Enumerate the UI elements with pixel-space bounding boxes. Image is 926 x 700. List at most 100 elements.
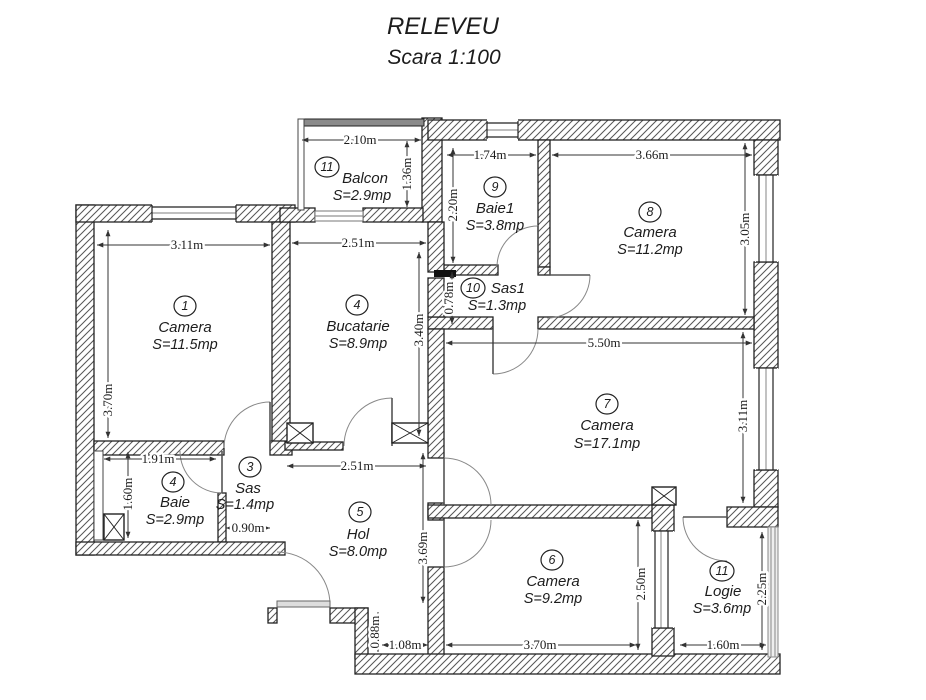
door-baie1 (496, 225, 539, 268)
svg-text:1.08m: 1.08m (389, 637, 422, 652)
shaft-box-bucatarie-left (286, 422, 314, 444)
svg-text:Camera: Camera (580, 417, 633, 434)
svg-text:2.51m: 2.51m (341, 458, 374, 473)
room-label-logie: 11 Logie S=3.6mp (693, 560, 751, 617)
svg-text:S=3.6mp: S=3.6mp (693, 601, 751, 617)
drawing-title: RELEVEU (387, 13, 500, 40)
svg-text:3.40m: 3.40m (411, 314, 426, 347)
svg-text:Hol: Hol (347, 526, 370, 543)
svg-text:S=17.1mp: S=17.1mp (574, 436, 641, 452)
walls (75, 117, 781, 675)
threshold-sas1 (434, 270, 456, 277)
svg-text:S=1.3mp: S=1.3mp (468, 298, 526, 314)
shaft-box-bucatarie-right (391, 422, 429, 444)
door-bucatarie (343, 397, 393, 447)
dim-camera8-height: 3.05m (735, 143, 755, 315)
wall-sas1-camera8-pier (537, 266, 551, 276)
wall-baie-lining (93, 450, 104, 541)
dim-baie1-width: 1.74m (447, 145, 536, 165)
wall-exterior-right-upper (753, 139, 779, 176)
balcon-parapet-left (297, 118, 305, 211)
svg-text:3.70m: 3.70m (524, 637, 557, 652)
room-label-baie: 4 Baie S=2.9mp (146, 471, 204, 528)
dim-bucatarie-height: 3.40m (409, 252, 429, 436)
svg-text:9: 9 (492, 180, 499, 194)
wall-camera8-camera7 (537, 316, 755, 330)
door-hol-camera6 (443, 519, 492, 568)
window-camera1-top (151, 204, 237, 223)
svg-text:11: 11 (716, 564, 729, 578)
svg-text:1.60m: 1.60m (120, 478, 135, 511)
dim-step-width: 1.08m (382, 635, 428, 655)
svg-text:3.69m: 3.69m (415, 532, 430, 565)
wall-sas1-camera7-left (427, 316, 494, 330)
svg-text:0.78m: 0.78m (441, 282, 456, 315)
svg-text:5: 5 (357, 505, 364, 519)
door-frame-balcon (314, 210, 364, 222)
dim-sas-width: 0.90m (226, 518, 270, 538)
svg-text:S=2.9mp: S=2.9mp (333, 188, 391, 204)
doors (179, 225, 728, 608)
room-label-baie1: 9 Baie1 S=3.8mp (466, 176, 524, 234)
svg-text:0.90m: 0.90m (232, 520, 265, 535)
wall-camera6-logie-lower (651, 627, 675, 657)
door-baie (179, 450, 223, 494)
svg-text:4: 4 (170, 475, 177, 489)
wall-camera7-camera6 (427, 504, 655, 519)
window-baie1-top (486, 119, 519, 141)
svg-text:3.70m: 3.70m (100, 384, 115, 417)
svg-text:S=8.9mp: S=8.9mp (329, 336, 387, 352)
svg-text:Camera: Camera (526, 573, 579, 590)
wall-exterior-bottom-left (75, 541, 286, 556)
room-label-camera-6: 6 Camera S=9.2mp (524, 549, 582, 607)
dim-camera6-height: 2.50m (631, 520, 651, 650)
room-label-sas: 3 Sas S=1.4mp (216, 456, 274, 513)
dim-baie-height: 1.60m (118, 452, 138, 538)
wall-exterior-right-mid (753, 261, 779, 369)
svg-text:2.50m: 2.50m (633, 568, 648, 601)
door-hol-camera7 (443, 457, 492, 506)
svg-text:7: 7 (604, 397, 612, 411)
svg-text:3.11m: 3.11m (735, 400, 750, 432)
room-labels: 1 Camera S=11.5mp 4 Bucatarie S=8.9mp 11… (146, 156, 751, 617)
svg-text:Camera: Camera (623, 224, 676, 241)
dim-baie-width: 1.91m (104, 449, 216, 469)
svg-text:S=11.2mp: S=11.2mp (617, 242, 682, 258)
svg-text:3.05m: 3.05m (737, 213, 752, 246)
dimensions: 2.10m 1.36m 1.74m 2.20m 3.66m 3.05m 3.11… (97, 130, 772, 655)
svg-text:3: 3 (247, 460, 254, 474)
dim-balcon-width: 2.10m (302, 130, 421, 150)
svg-text:S=8.0mp: S=8.0mp (329, 544, 387, 560)
dim-hol-width: 2.51m (287, 456, 426, 476)
wall-baie1-camera8 (537, 139, 551, 268)
wall-spine-hol-camera7 (427, 328, 445, 459)
dim-sas1-height: 0.78m (439, 272, 459, 324)
shaft-box-baie (103, 513, 125, 541)
svg-text:Logie: Logie (705, 583, 742, 600)
dim-hol-height: 3.69m (413, 453, 433, 603)
svg-text:1.91m: 1.91m (142, 451, 175, 466)
svg-text:8: 8 (647, 205, 654, 219)
door-sas1-camera8 (546, 274, 591, 319)
dim-step-height: 0.88m (365, 612, 385, 652)
wall-exterior-left (75, 204, 95, 556)
wall-spine-upper (427, 221, 445, 273)
door-entrance (276, 551, 331, 608)
svg-text:1.36m: 1.36m (399, 158, 414, 191)
svg-text:2.51m: 2.51m (342, 235, 375, 250)
dim-logie-height: 2.25m (752, 532, 772, 650)
dim-camera8-width: 3.66m (552, 145, 752, 165)
dim-camera1-width: 3.11m (97, 235, 270, 255)
wall-exterior-right-lower (753, 469, 779, 508)
window-camera6-logie (652, 530, 674, 629)
balcon-parapet-top (297, 118, 425, 127)
dim-camera7-width: 5.50m (446, 333, 752, 353)
door-logie (682, 516, 728, 562)
svg-text:Sas1: Sas1 (491, 280, 525, 297)
window-logie-right (767, 526, 779, 658)
room-label-sas1: 10 Sas1 S=1.3mp (460, 277, 526, 314)
svg-text:2.25m: 2.25m (754, 573, 769, 606)
svg-text:1.74m: 1.74m (474, 147, 507, 162)
svg-text:S=11.5mp: S=11.5mp (152, 337, 217, 353)
